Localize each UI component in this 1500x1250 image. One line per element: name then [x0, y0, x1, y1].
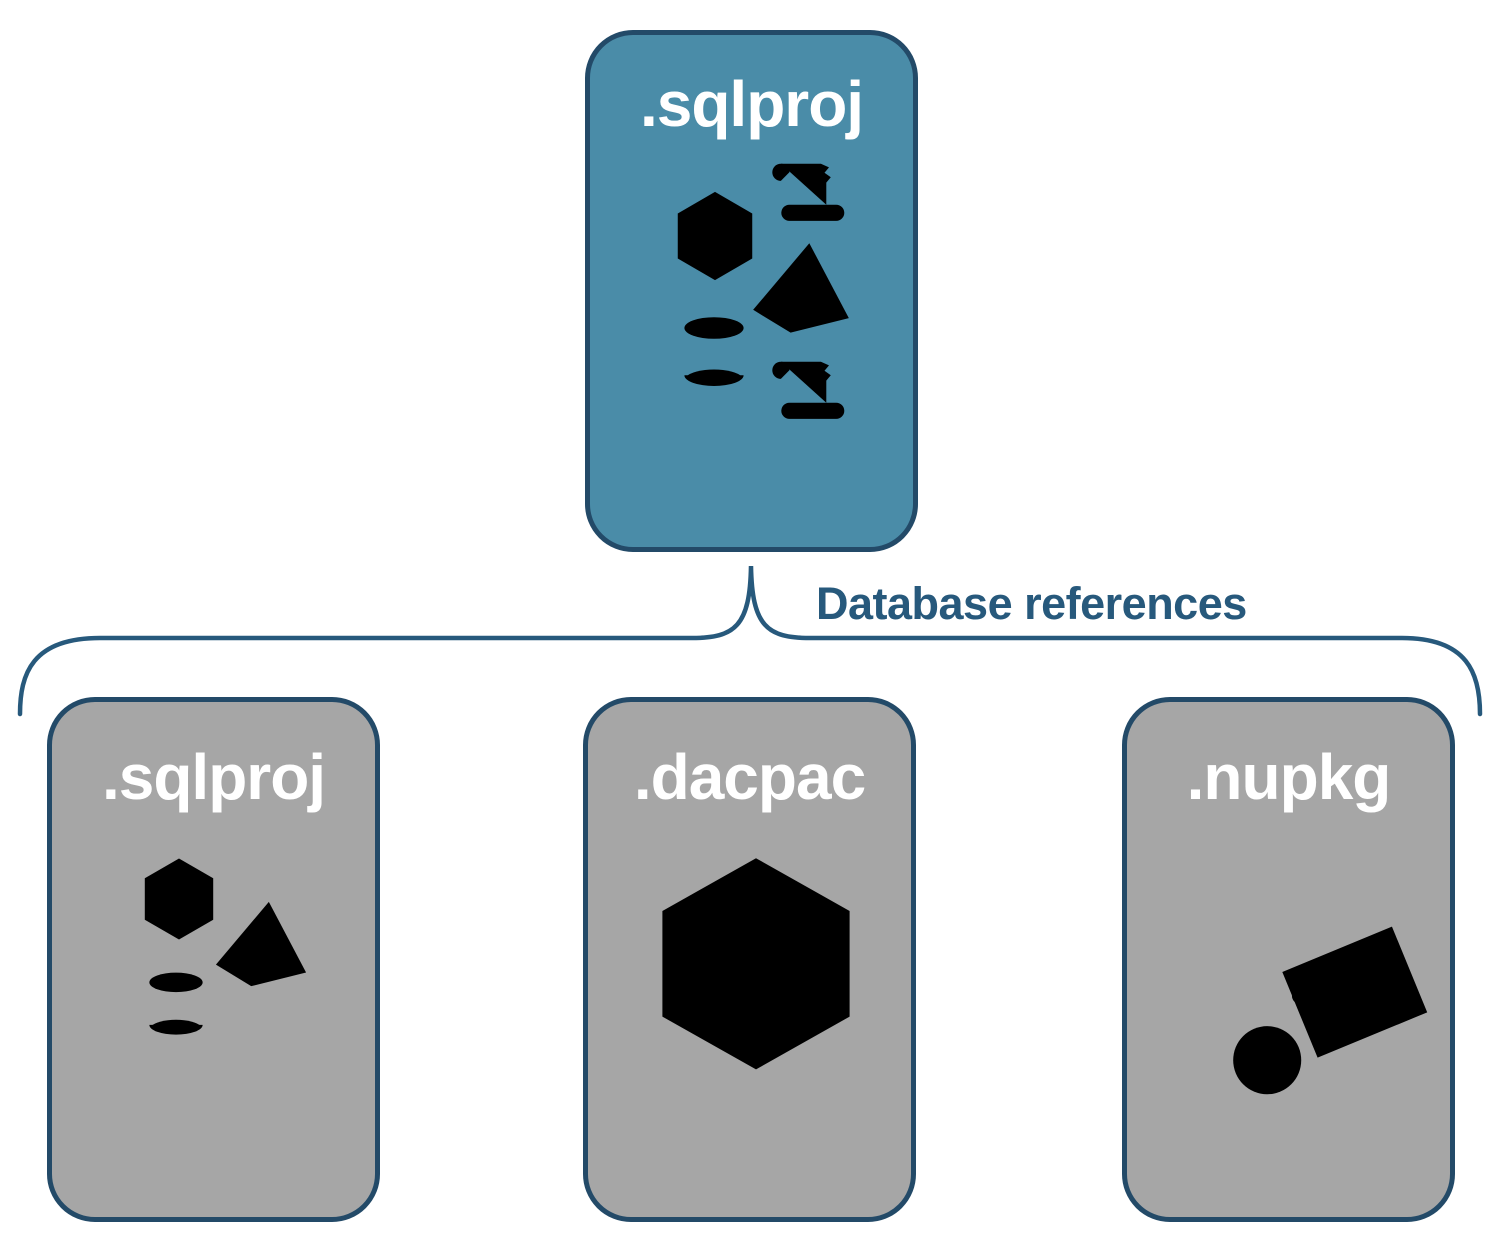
pyramid-icon — [208, 896, 314, 994]
connector-label: Database references — [816, 578, 1247, 629]
pyramid-icon — [744, 237, 858, 341]
child-node-title: .sqlproj — [101, 741, 326, 813]
child-node-title: .dacpac — [633, 741, 866, 813]
scroll-icon — [766, 355, 856, 427]
node-nupkg: .nupkg — [1122, 697, 1455, 1222]
root-node-title: .sqlproj — [639, 68, 864, 140]
node-sqlproj-child: .sqlproj — [47, 697, 380, 1222]
node-sqlproj-root: .sqlproj — [585, 30, 918, 552]
nuget-hand-truck-icon — [1171, 846, 1439, 1098]
child-node-title: .nupkg — [1186, 741, 1392, 813]
node-dacpac: .dacpac — [583, 697, 916, 1222]
scroll-icon — [766, 157, 856, 229]
cylinder-icon — [674, 307, 754, 397]
cylinder-icon — [140, 960, 212, 1048]
package-box-icon — [636, 828, 876, 1090]
